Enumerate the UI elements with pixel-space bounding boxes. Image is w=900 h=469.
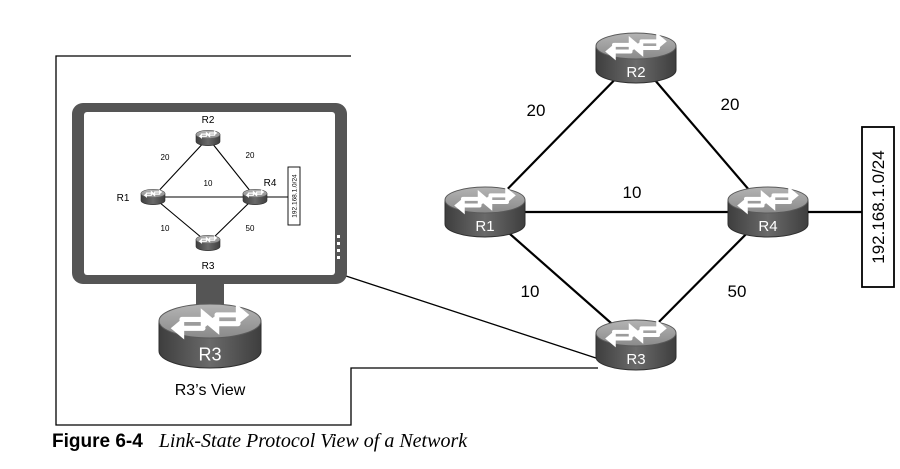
link-r1-r3: [152, 196, 209, 244]
link-cost-r1-r2: 20: [527, 101, 546, 120]
router-arrows-icon: [198, 130, 218, 139]
link-cost-r2-r4: 20: [246, 151, 255, 160]
router-arrows-icon: [245, 189, 265, 198]
router-arrows-icon: [198, 235, 218, 244]
link-r2-r4: [207, 137, 256, 198]
link-r2-r4: [635, 57, 769, 213]
router-label: R3: [626, 351, 645, 368]
link-cost-r1-r2: 20: [161, 153, 170, 162]
router-arrows-icon: [605, 32, 667, 61]
router-label: R4: [758, 218, 777, 235]
router-label-r4: R4: [264, 178, 277, 189]
link-cost-r1-r3: 10: [161, 224, 170, 233]
router-r1: [140, 189, 166, 205]
router-r4: [242, 189, 268, 205]
link-cost-r1-r4: 10: [204, 179, 213, 188]
link-cost-r1-r3: 10: [521, 282, 540, 301]
router-arrows-icon: [454, 186, 516, 215]
link-r3-r4: [207, 196, 256, 244]
network-label: 192.168.1.0/24: [869, 150, 888, 263]
router-label-r2: R2: [202, 115, 215, 126]
router-label-r3: R3: [202, 261, 215, 272]
network-box: [861, 126, 895, 288]
router-label: R1: [475, 218, 494, 235]
monitor: [72, 103, 347, 312]
router-r3: R3: [595, 319, 677, 371]
view-connector-line: [345, 275, 603, 361]
view-router-r3: R3: [158, 303, 262, 369]
figure-number: Figure 6-4: [52, 431, 143, 452]
network-box: [287, 166, 301, 226]
router-r1: R1: [444, 186, 526, 238]
router-label: R2: [626, 64, 645, 81]
router-label-r1: R1: [117, 193, 130, 204]
monitor-screen: [84, 112, 335, 275]
router-r4: R4: [727, 186, 809, 238]
monitor-indicator-lights: [337, 235, 340, 259]
link-cost-r1-r4: 10: [623, 183, 642, 202]
router-arrows-icon: [170, 303, 250, 340]
link-r1-r2: [152, 137, 209, 198]
router-r3: [195, 235, 221, 251]
view-caption: R3’s View: [175, 382, 246, 399]
network-label: 192.168.1.0/24: [291, 174, 298, 218]
link-cost-r2-r4: 20: [721, 95, 740, 114]
router-r2: R2: [595, 32, 677, 84]
router-label: R3: [198, 344, 221, 364]
router-r2: [195, 130, 221, 146]
figure-title: Link-State Protocol View of a Network: [158, 430, 468, 452]
router-arrows-icon: [143, 189, 163, 198]
link-cost-r3-r4: 50: [246, 224, 255, 233]
link-r1-r2: [484, 57, 637, 213]
router-arrows-icon: [605, 319, 667, 348]
router-arrows-icon: [737, 186, 799, 215]
r3-view-panel: [55, 55, 603, 426]
view-panel-border: [55, 55, 598, 426]
link-cost-r3-r4: 50: [728, 282, 747, 301]
figure-caption: Figure 6-4 Link-State Protocol View of a…: [52, 430, 467, 460]
